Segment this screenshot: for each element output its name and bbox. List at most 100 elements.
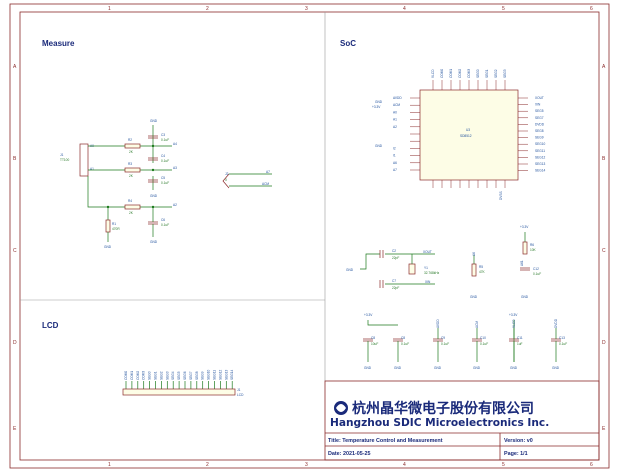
- frame-bottom-number: 6: [590, 462, 593, 468]
- c12-value: 0.1uF: [533, 272, 541, 276]
- frame-top-number: 3: [305, 6, 308, 12]
- u3-pin-label: I2: [393, 146, 396, 150]
- r5-value: 47K: [479, 270, 486, 274]
- c4-ref: C4: [161, 154, 165, 158]
- soc-gnd: GND: [375, 100, 383, 104]
- frame-right-letter: A: [602, 64, 606, 70]
- frame-top-number: 2: [206, 6, 209, 12]
- soc-33v: +3.3V: [372, 105, 381, 109]
- c12-capacitor: [520, 267, 530, 271]
- frame-bottom-number: 4: [403, 462, 406, 468]
- company-name-en: Hangzhou SDIC Microelectronics Inc.: [330, 417, 549, 429]
- r5-gnd: GND: [470, 295, 478, 299]
- u3-chip: [419, 89, 519, 181]
- r3-resistor: [124, 167, 141, 173]
- lcd-pin-label: SEG7: [189, 371, 193, 380]
- c4-capacitor: [148, 157, 158, 161]
- u3-pin-label: COM2: [458, 69, 462, 78]
- decoupling-cap-value: 1uF: [517, 342, 523, 346]
- soc-gnd2: GND: [375, 144, 383, 148]
- version-text: Version: v0: [504, 438, 533, 444]
- soc-misc: A6 R5 47K GND +3.3V R6 10K A61 C12 0.1uF…: [470, 225, 541, 299]
- j1-ref: J1: [60, 153, 64, 157]
- lcd-pin-label: SEG4: [171, 371, 175, 380]
- c5-ref: C5: [161, 176, 165, 180]
- decoupling-cap-ref: C9: [441, 336, 445, 340]
- decoupling-cap-ref: C11: [517, 336, 523, 340]
- decoupling-gnd: GND: [364, 366, 372, 370]
- decoupling-cap-ref: C13: [559, 336, 565, 340]
- y1-crystal: [408, 263, 416, 275]
- section-title-soc: SoC: [340, 39, 356, 48]
- u3-pin-label: A0: [393, 110, 397, 114]
- decoupling-circuit: +3.3V +3.3V C810uFGNDC80.1uFGNDC90.1uFGN…: [363, 313, 567, 370]
- j2-ref: J2: [225, 172, 229, 176]
- u3-pin-label: SEG7: [535, 116, 544, 120]
- u3-pin-label: A1: [393, 118, 397, 122]
- r1-ref: R1: [112, 222, 116, 226]
- r5-net: A6: [472, 252, 476, 256]
- net-a3-label: A3: [173, 166, 177, 170]
- lcd-name: LCD: [237, 393, 244, 397]
- lcd-pin-label: SEG3: [165, 371, 169, 380]
- junction-r1: [106, 205, 110, 209]
- lcd-pin-label: SEG0: [148, 371, 152, 380]
- crystal-circuit: C2 22pF C7 22pF Y1 32.768kHz XOUT XIN GN…: [346, 249, 440, 290]
- junction-a2: [151, 205, 155, 209]
- u3-pin-label: COM1: [449, 69, 453, 78]
- crystal-xin: XIN: [425, 280, 431, 284]
- decoupling-cap-value: 10uF: [371, 342, 378, 346]
- lcd-pin-label: SEG11: [213, 370, 217, 380]
- u3-pin-label: SEG1: [485, 69, 489, 78]
- r4-value: 2K: [129, 211, 134, 215]
- company-name-cn: 杭州晶华微电子股份有限公司: [352, 400, 534, 417]
- c5-value: 0.1uF: [161, 181, 169, 185]
- decoupling-cap-ref: C10: [480, 336, 486, 340]
- lcd-pin-label: SEG2: [159, 371, 163, 380]
- u3-pin-label: SEG14: [535, 169, 546, 173]
- decoupling-net-label: ACM: [475, 321, 479, 328]
- section-title-measure: Measure: [42, 39, 75, 48]
- r5-ref: R5: [479, 265, 483, 269]
- r1-value: 470R: [112, 227, 120, 231]
- wire-j1-low: [87, 176, 125, 208]
- u3-pin-label: SEG2: [494, 69, 498, 78]
- frame-top-number: 6: [590, 6, 593, 12]
- y1-value: 32.768kHz: [424, 271, 440, 275]
- u3-pin-label: COM3: [467, 69, 471, 78]
- u3-pin-label: SEG10: [535, 142, 546, 146]
- u3-pin-label: A7: [393, 168, 397, 172]
- r2-resistor: [124, 143, 141, 149]
- j1-value: TT100: [60, 158, 69, 162]
- lcd-pin-label: SEG8: [195, 371, 199, 380]
- wire-decoupling-a: [367, 320, 398, 326]
- c4-value: 0.1uF: [161, 159, 169, 163]
- lcd-connector: [122, 388, 236, 396]
- u3-pin-label: SEG9: [535, 136, 544, 140]
- r1-gnd: GND: [104, 245, 112, 249]
- c7-ref: C7: [392, 279, 396, 283]
- u3-pin-label: ACM: [393, 103, 400, 107]
- r5-resistor: [471, 263, 477, 277]
- u3-right-pins: XOUTXINSEG5SEG7DVDDSEG8SEG9SEG10SEG11SEG…: [518, 96, 546, 173]
- c12-gnd: GND: [521, 295, 529, 299]
- r2-value: 2K: [129, 150, 134, 154]
- decoupling-net-label: VLCD: [512, 319, 516, 328]
- r1-resistor: [105, 219, 111, 233]
- c12-ref: C12: [533, 267, 539, 271]
- u3-pin-label: SEG3: [503, 69, 507, 78]
- lcd-pin-label: COM0: [124, 371, 128, 380]
- u3-pin-label: I1: [393, 154, 396, 158]
- u3-bottom-pins: [432, 180, 506, 188]
- junction-a3: [151, 168, 155, 172]
- r6-ref: R6: [530, 243, 534, 247]
- c2-capacitor: [379, 250, 384, 258]
- c7-capacitor: [379, 280, 384, 288]
- u3-pin-label: XIN: [535, 103, 541, 107]
- page-text: Page: 1/1: [504, 451, 528, 457]
- lcd-pin-label: COM2: [136, 371, 140, 380]
- u3-pin-label: A2: [393, 125, 397, 129]
- net-a1-label: A1: [90, 167, 94, 171]
